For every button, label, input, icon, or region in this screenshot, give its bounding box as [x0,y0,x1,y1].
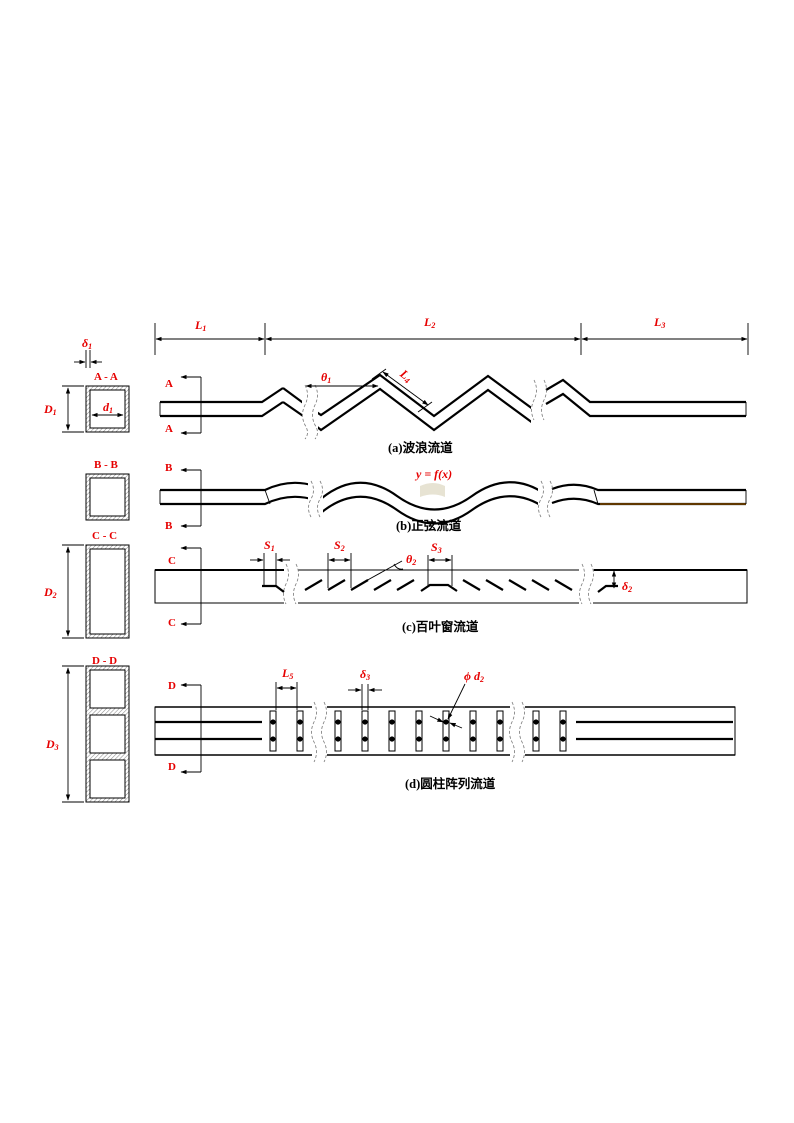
cut-letter-d-top: D [168,680,176,692]
label-theta1: θ1 [321,370,331,385]
caption-d: (d)圆柱阵列流道 [405,776,496,791]
label-delta2: δ2 [622,579,632,594]
label-delta1: δ1 [82,336,92,351]
cylinder-columns [269,710,567,752]
cylinder-array-channel: L5 δ3 ϕ d2 D D (d)圆柱阵列流道 [154,666,736,791]
label-S3: S3 [431,540,442,555]
label-D2: D2 [43,585,57,600]
label-phi-d2: ϕ d2 [464,669,484,684]
cut-letter-a-top: A [165,378,173,390]
label-L4: L4 [396,366,415,385]
caption-c: (c)百叶窗流道 [402,619,479,634]
cut-letter-d-bottom: D [168,761,176,773]
section-dd: D - D D3 [45,655,130,803]
label-D1: D1 [43,402,57,417]
section-cc-title: C - C [92,530,117,542]
label-D3: D3 [45,737,59,752]
louver-channel: S1 S2 θ2 S3 δ2 C C (c)百叶窗流道 [154,538,748,634]
section-dd-title: D - D [92,655,117,667]
label-d1: d1 [103,400,113,415]
label-S1: S1 [264,538,275,553]
length-dimensions: L1 L2 L3 [154,315,749,355]
cut-letter-c-bottom: C [168,617,176,629]
label-theta2: θ2 [406,552,416,567]
section-bb-title: B - B [94,459,119,471]
label-L2: L2 [423,315,435,330]
label-S2: S2 [334,538,345,553]
caption-b: (b)正弦流道 [396,518,462,533]
cut-letter-b-bottom: B [165,520,173,532]
sine-channel: B B y = f(x) (b)正弦流道 [159,462,747,533]
label-L5: L5 [281,666,293,681]
sine-formula: y = f(x) [414,467,452,481]
label-delta3: δ3 [360,667,370,682]
label-L3: L3 [653,315,665,330]
section-cc: C - C D2 [43,530,130,639]
caption-a: (a)波浪流道 [388,440,453,455]
section-aa-title: A - A [94,371,118,383]
label-L1: L1 [194,318,206,333]
cut-letter-a-bottom: A [165,423,173,435]
wavy-channel: A A θ1 L4 (a)波浪流道 [159,366,747,455]
section-bb: B - B [85,459,130,521]
section-aa: δ1 A - A d1 D1 [43,336,130,433]
cut-letter-c-top: C [168,555,176,567]
cut-letter-b-top: B [165,462,173,474]
